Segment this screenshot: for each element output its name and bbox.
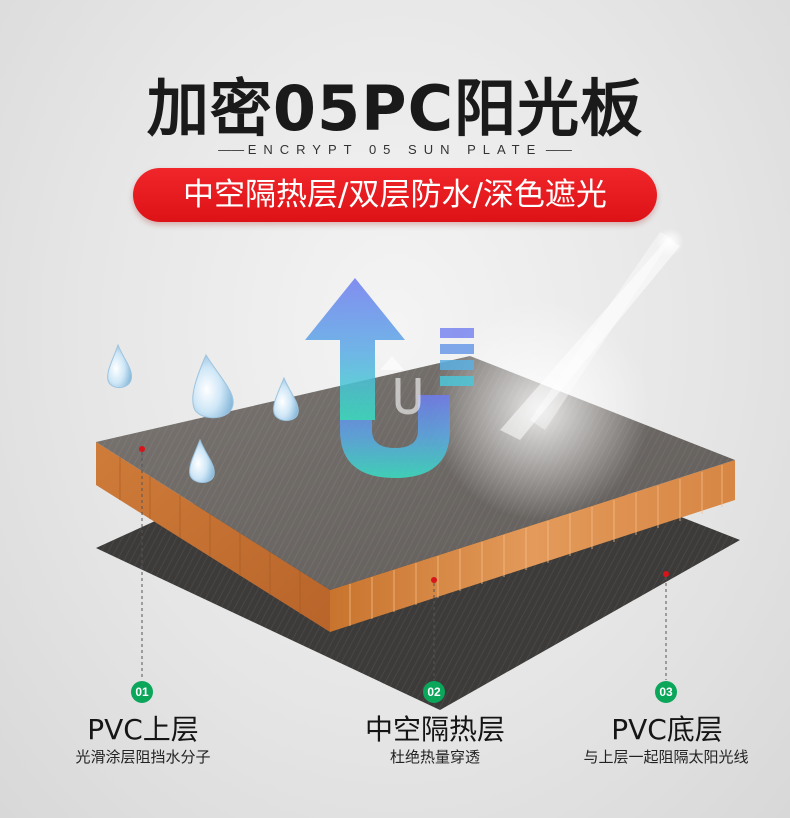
layer-2-desc: 杜绝热量穿透 — [389, 748, 480, 766]
left-dash: —— — [218, 142, 248, 157]
layer-3-badge: 03 — [655, 681, 677, 703]
water-drop-icon — [107, 343, 299, 483]
feature-banner: 中空隔热层/双层防水/深色遮光 — [133, 168, 657, 222]
callout-lines — [139, 446, 669, 680]
right-dash: —— — [542, 142, 572, 157]
layer-1-desc: 光滑涂层阻挡水分子 — [75, 748, 211, 766]
layer-2-title: 中空隔热层 — [364, 713, 505, 746]
sunlight-icon — [430, 228, 684, 520]
layer-3-title: PVC底层 — [611, 713, 723, 746]
layer-1-title: PVC上层 — [87, 713, 199, 746]
english-subtitle: —— ENCRYPT 05 SUN PLATE —— — [218, 142, 572, 157]
layer-1-badge: 01 — [131, 681, 153, 703]
uv-block-arrow-icon — [305, 278, 474, 478]
page-title: 加密05PC阳光板 — [146, 72, 644, 145]
layer-2-badge: 02 — [423, 681, 445, 703]
layer-3-desc: 与上层一起阻隔太阳光线 — [583, 748, 749, 766]
